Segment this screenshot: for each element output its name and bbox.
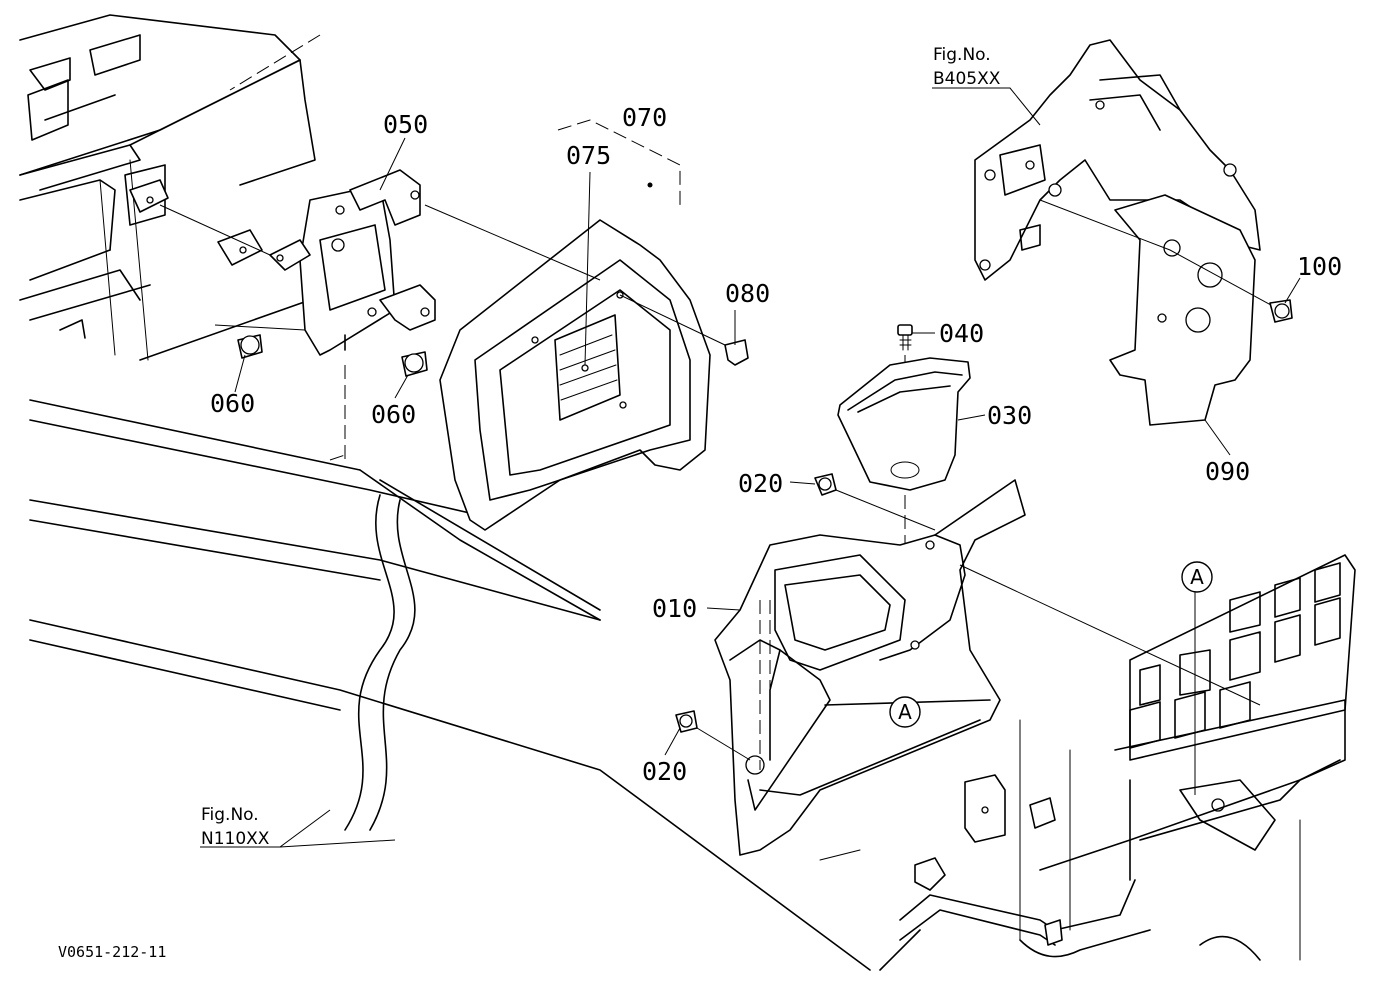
label-100: 100 [1297, 252, 1342, 281]
screw-080 [724, 339, 749, 366]
bracket-050 [269, 169, 436, 356]
screw-020-upper [814, 473, 837, 496]
fig-ref-b405-line1: Fig.No. [933, 45, 991, 65]
label-040: 040 [939, 319, 984, 348]
label-leaders [200, 87, 1301, 848]
clips [129, 179, 263, 266]
label-020-lower: 020 [642, 757, 687, 786]
leader-line [159, 204, 271, 256]
leader-line [835, 489, 936, 531]
cover-070 [439, 219, 711, 531]
leader-line [424, 204, 601, 281]
section-marker-a-center: A [889, 696, 921, 728]
leader-line [214, 324, 306, 331]
label-070: 070 [622, 103, 667, 132]
leader-line [619, 294, 726, 346]
grille-frame [819, 554, 1356, 971]
bolt-060-right [401, 351, 428, 377]
bracket-070-dash [557, 119, 681, 205]
drawing-code: V0651-212-11 [58, 943, 166, 961]
fig-ref-b405-line2: B405XX [933, 69, 1001, 89]
label-010: 010 [652, 594, 697, 623]
label-060-left: 060 [210, 389, 255, 418]
leader-line [1039, 199, 1281, 311]
section-a-label: A [898, 700, 912, 724]
label-080: 080 [725, 279, 770, 308]
fig-ref-n110-line2: N110XX [201, 829, 270, 849]
pointer-dot [647, 182, 653, 188]
label-060-right: 060 [371, 400, 416, 429]
label-030: 030 [987, 401, 1032, 430]
bolt-100 [1269, 299, 1293, 323]
section-marker-a-right: A [1181, 561, 1213, 593]
label-020-upper: 020 [738, 469, 783, 498]
label-075: 075 [566, 141, 611, 170]
cup-030 [837, 357, 971, 491]
section-a-label: A [1190, 565, 1204, 589]
bolt-060-left [237, 334, 263, 359]
leader-line [696, 727, 751, 761]
fig-ref-n110-line1: Fig.No. [201, 805, 259, 825]
screw-040 [897, 324, 913, 351]
label-050: 050 [383, 110, 428, 139]
label-090: 090 [1205, 457, 1250, 486]
